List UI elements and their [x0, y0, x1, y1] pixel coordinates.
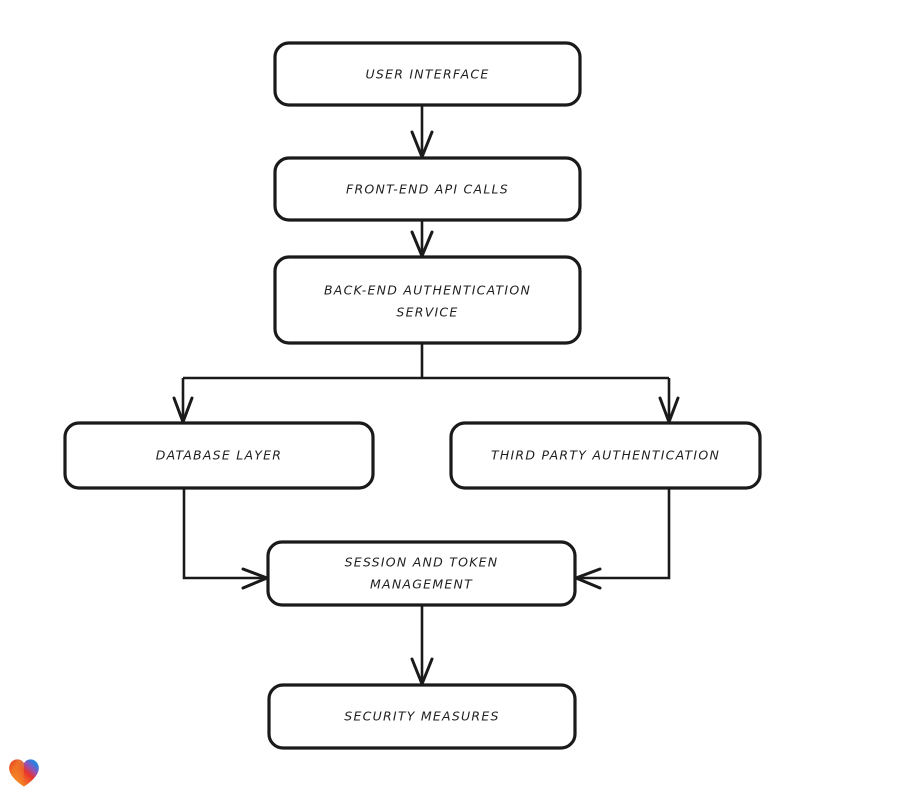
node-front-end-api-calls[interactable]: FRONT-END API CALLS: [273, 156, 582, 222]
edge-session-to-security: [410, 605, 434, 686]
node-session-and-token-management-label-line2: MANAGEMENT: [370, 577, 473, 592]
node-security-measures[interactable]: SECURITY MEASURES: [267, 683, 577, 750]
node-back-end-authentication-service-label-line2: SERVICE: [396, 305, 458, 320]
edge-backend-to-database: [172, 378, 194, 424]
node-third-party-authentication-shape[interactable]: [449, 421, 762, 490]
node-back-end-authentication-service[interactable]: BACK-END AUTHENTICATION SERVICE: [273, 255, 582, 345]
edge-ui-to-frontend: [410, 105, 434, 159]
edge-frontend-to-backend: [410, 220, 434, 258]
node-session-and-token-management-shape[interactable]: [266, 540, 577, 607]
node-security-measures-label: SECURITY MEASURES: [344, 709, 499, 724]
heart-icon: [9, 759, 39, 787]
node-session-and-token-management-label-line1: SESSION AND TOKEN: [345, 555, 499, 570]
edge-database-to-session: [182, 488, 269, 590]
node-user-interface-shape[interactable]: [273, 41, 582, 107]
node-user-interface[interactable]: USER INTERFACE: [273, 41, 582, 107]
node-user-interface-label: USER INTERFACE: [365, 67, 489, 82]
node-database-layer[interactable]: DATABASE LAYER: [63, 421, 375, 490]
node-third-party-authentication-label: THIRD PARTY AUTHENTICATION: [491, 448, 720, 463]
node-third-party-authentication[interactable]: THIRD PARTY AUTHENTICATION: [449, 421, 762, 490]
node-layer: USER INTERFACE FRONT-END API CALLS BACK-…: [63, 41, 762, 750]
node-database-layer-shape[interactable]: [63, 421, 375, 490]
node-front-end-api-calls-shape[interactable]: [273, 156, 582, 222]
node-front-end-api-calls-label: FRONT-END API CALLS: [346, 182, 509, 197]
edge-backend-to-thirdparty: [658, 378, 680, 424]
node-back-end-authentication-service-label-line1: BACK-END AUTHENTICATION: [324, 283, 531, 298]
node-database-layer-label: DATABASE LAYER: [156, 448, 282, 463]
node-security-measures-shape[interactable]: [267, 683, 577, 750]
edge-thirdparty-to-session: [574, 488, 671, 590]
node-back-end-authentication-service-shape[interactable]: [273, 255, 582, 345]
heart-logo-watermark: [8, 758, 46, 794]
edge-backend-branch-bus: [183, 343, 669, 380]
node-session-and-token-management[interactable]: SESSION AND TOKEN MANAGEMENT: [266, 540, 577, 607]
